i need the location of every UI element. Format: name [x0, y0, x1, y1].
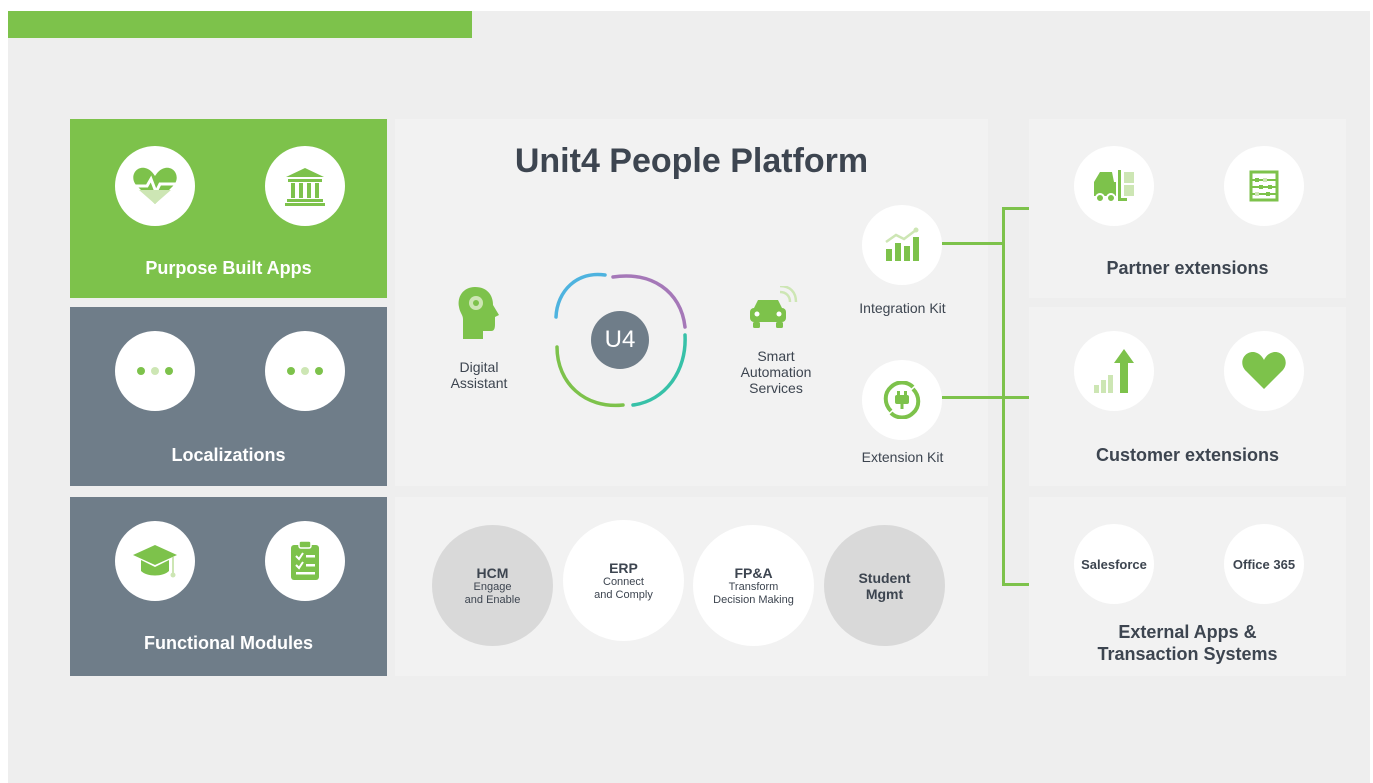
customer-extensions-panel: Customer extensions: [1029, 307, 1346, 486]
graduation-cap-icon: [115, 521, 195, 601]
module-subtitle: Transform Decision Making: [713, 580, 794, 606]
ellipsis-icon: [115, 331, 195, 411]
external-connector: [1002, 583, 1029, 586]
purpose-built-apps-panel: Purpose Built Apps: [70, 119, 387, 298]
forklift-icon: [1074, 146, 1154, 226]
module-erp: ERP Connect and Comply: [563, 520, 684, 641]
integration-connector: [942, 242, 1005, 245]
clipboard-checklist-icon: [265, 521, 345, 601]
smart-automation-label: Smart Automation Services: [740, 348, 812, 396]
plug-cycle-icon: [862, 360, 942, 440]
u4-logo-text: U4: [604, 326, 636, 353]
customer-extensions-label: Customer extensions: [1095, 445, 1280, 465]
connected-car-icon: [746, 284, 798, 339]
module-hcm: HCM Engage and Enable: [432, 525, 553, 646]
external-apps-label: External Apps & Transaction Systems: [1097, 622, 1278, 664]
top-accent-bar: [8, 11, 472, 38]
module-heading: ERP: [609, 559, 638, 576]
localizations-label: Localizations: [171, 445, 286, 465]
salesforce-app: Salesforce: [1074, 524, 1154, 604]
module-heading: FP&A: [734, 564, 773, 581]
chart-growth-icon: [862, 205, 942, 285]
heart-icon: [1224, 331, 1304, 411]
module-student-mgmt: Student Mgmt: [824, 525, 945, 646]
heart-rate-icon: [115, 146, 195, 226]
module-subtitle: Connect and Comply: [594, 575, 653, 601]
module-fpa: FP&A Transform Decision Making: [693, 525, 814, 646]
partner-connector: [1002, 207, 1029, 210]
customer-connector: [1002, 396, 1029, 399]
module-subtitle: Engage and Enable: [464, 580, 521, 606]
functional-modules-panel: Functional Modules: [70, 497, 387, 676]
bank-building-icon: [265, 146, 345, 226]
ellipsis-icon: [265, 331, 345, 411]
platform-title: Unit4 People Platform: [514, 142, 869, 180]
digital-assistant-label: Digital Assistant: [450, 359, 508, 391]
localizations-panel: Localizations: [70, 307, 387, 486]
u4-logo: U4: [553, 271, 688, 414]
extension-kit-label: Extension Kit: [861, 449, 944, 465]
functional-modules-label: Functional Modules: [144, 633, 313, 653]
module-heading: HCM: [476, 564, 509, 581]
office-365-app: Office 365: [1224, 524, 1304, 604]
abacus-icon: [1224, 146, 1304, 226]
office-365-label: Office 365: [1232, 556, 1296, 572]
brain-head-icon: [455, 285, 501, 346]
extension-connector: [942, 396, 1005, 399]
integration-kit-label: Integration Kit: [859, 300, 946, 316]
salesforce-label: Salesforce: [1081, 556, 1147, 572]
partner-extensions-label: Partner extensions: [1106, 258, 1269, 278]
growth-arrow-icon: [1074, 331, 1154, 411]
external-apps-panel: Salesforce Office 365 External Apps & Tr…: [1029, 497, 1346, 676]
purpose-built-apps-label: Purpose Built Apps: [145, 258, 312, 278]
module-heading: Student Mgmt: [858, 569, 911, 602]
partner-extensions-panel: Partner extensions: [1029, 119, 1346, 298]
